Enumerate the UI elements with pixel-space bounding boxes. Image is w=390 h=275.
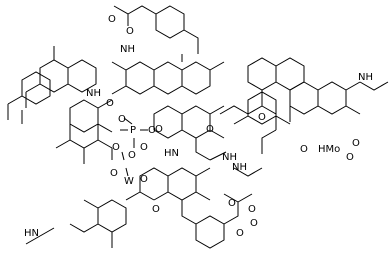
label-nh-top: NH bbox=[120, 44, 135, 55]
label-p: P bbox=[130, 125, 136, 136]
label-o-ester-3: O bbox=[206, 124, 214, 135]
label-o-ester-2: O bbox=[108, 14, 116, 25]
atom-labels: O O NH NH O O O P O O O O NH O HMo O O O… bbox=[24, 14, 373, 239]
label-nh-center: NH bbox=[222, 152, 237, 163]
label-o-mo-2: O bbox=[346, 152, 354, 163]
label-o-plus-left: O bbox=[106, 98, 114, 109]
label-o-plus-center: O bbox=[155, 124, 163, 135]
label-nh-right-top: NH bbox=[358, 72, 373, 83]
bond-lines bbox=[7, 5, 389, 249]
label-w: W bbox=[124, 176, 134, 187]
label-o-w-2: O bbox=[110, 168, 118, 179]
label-o-p-2: O bbox=[140, 142, 148, 153]
label-nh-right2: NH bbox=[232, 162, 247, 173]
label-o-ester-4: O bbox=[258, 112, 266, 123]
label-o-ester-1: O bbox=[126, 26, 134, 37]
label-o-ester-9: O bbox=[250, 218, 258, 229]
label-nh-bottom: HN bbox=[164, 148, 179, 159]
label-o-ester-7: O bbox=[248, 204, 256, 215]
label-o-minus-3: O bbox=[128, 150, 136, 161]
label-nh-left: NH bbox=[86, 88, 101, 99]
label-o-minus-1: O bbox=[118, 114, 126, 125]
label-o-mo-1: O bbox=[352, 138, 360, 149]
label-o-w-1: O bbox=[140, 174, 148, 185]
label-nh-bottom-left: HN bbox=[24, 228, 39, 239]
label-o-ester-6: O bbox=[228, 198, 236, 209]
label-o-ester-8: O bbox=[236, 228, 244, 239]
label-o-plus-bottom: O bbox=[152, 204, 160, 215]
label-o-p-1: O bbox=[112, 142, 120, 153]
label-o-plus-right: O bbox=[300, 144, 308, 155]
label-mo: HMo bbox=[318, 144, 340, 155]
label-o-minus-2: O bbox=[148, 125, 156, 136]
